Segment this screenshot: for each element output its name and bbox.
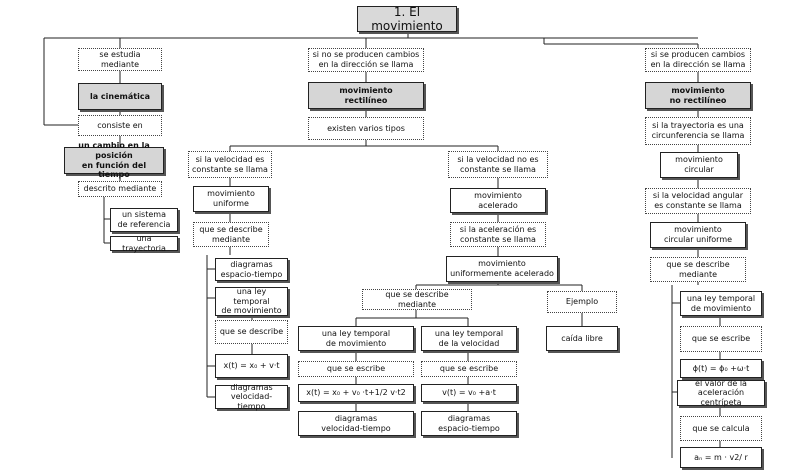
node-describe-mediante-3: que se describe mediante — [650, 257, 746, 282]
node-ecuacion-x-uniforme: x(t) = x₀ + v·t — [215, 354, 288, 378]
node-movimiento-rectilineo: movimiento rectilíneo — [308, 82, 424, 109]
node-diagramas-espacio-tiempo-2: diagramas espacio-tiempo — [421, 411, 517, 436]
node-que-se-calcula: que se calcula — [680, 416, 762, 441]
node-ecuacion-aceleracion: aₙ = m · v2/ r — [680, 447, 762, 468]
node-ley-temporal-3: una ley temporal de movimiento — [680, 291, 762, 316]
map-title: 1. El movimiento — [357, 5, 457, 33]
node-aceleracion-constante: si la aceleración es constante se llama — [450, 222, 546, 247]
node-descrito-mediante: descrito mediante — [78, 181, 162, 197]
node-ecuacion-x-mua: x(t) = x₀ + v₀ ·t+1/2 v·t2 — [298, 384, 414, 402]
node-diagramas-espacio-tiempo-1: diagramas espacio-tiempo — [215, 258, 288, 281]
node-que-se-escribe-2: que se escribe — [298, 361, 414, 377]
node-cinematica: la cinemática — [78, 83, 162, 110]
node-diagramas-velocidad-tiempo-2: diagramas velocidad-tiempo — [298, 411, 414, 436]
node-velocidad-no-constante: si la velocidad no es constante se llama — [448, 151, 548, 178]
node-ejemplo: Ejemplo — [547, 291, 617, 313]
node-caida-libre: caída libre — [546, 326, 618, 351]
node-velocidad-constante: si la velocidad es constante se llama — [188, 151, 272, 178]
node-trayectoria-circunferencia: si la trayectoria es una circunferencia … — [645, 117, 751, 145]
node-diagramas-velocidad-tiempo-1: diagramas velocidad-tiempo — [215, 383, 288, 411]
node-movimiento-circular: movimiento circular — [660, 152, 738, 178]
node-que-se-escribe-3: que se escribe — [421, 361, 517, 377]
node-no-cambios-direccion: si no se producen cambios en la direcció… — [308, 48, 424, 72]
node-existen-tipos: existen varios tipos — [308, 117, 424, 140]
node-trayectoria: una trayectoria — [110, 234, 178, 253]
node-ley-temporal-1: una ley temporal de movimiento — [215, 287, 288, 316]
node-ley-velocidad: una ley temporal de la velocidad — [421, 326, 517, 351]
node-sistema-referencia: un sistema de referencia — [110, 208, 178, 232]
node-movimiento-uniforme: movimiento uniforme — [193, 186, 269, 212]
node-ecuacion-phi: ϕ(t) = ϕ₀ +ω·t — [680, 359, 762, 378]
node-velocidad-angular-constante: si la velocidad angular es constante se … — [645, 188, 751, 214]
node-mcu: movimiento circular uniforme — [650, 222, 746, 248]
node-describe-mediante-1: que se describe mediante — [193, 222, 269, 247]
node-ecuacion-v: v(t) = v₀ +a·t — [421, 384, 517, 402]
node-aceleracion-centripeta: el valor de la aceleración centrípeta — [677, 379, 765, 407]
node-describe-mediante-2: que se describe mediante — [362, 289, 472, 310]
node-se-estudia: se estudia mediante — [78, 48, 162, 71]
node-movimiento-no-rectilineo: movimiento no rectilíneo — [645, 82, 751, 109]
node-movimiento-acelerado: movimiento acelerado — [450, 188, 546, 213]
node-que-se-escribe-4: que se escribe — [680, 326, 762, 352]
node-consiste-en: consiste en — [78, 115, 162, 136]
node-si-cambios-direccion: si se producen cambios en la dirección s… — [645, 48, 751, 72]
node-ley-movimiento-2: una ley temporal de movimiento — [298, 326, 414, 351]
node-mua: movimiento uniformemente acelerado — [446, 256, 558, 282]
node-que-se-describe: que se describe — [215, 320, 288, 344]
node-cambio-posicion: un cambio en la posición en función del … — [64, 141, 164, 179]
